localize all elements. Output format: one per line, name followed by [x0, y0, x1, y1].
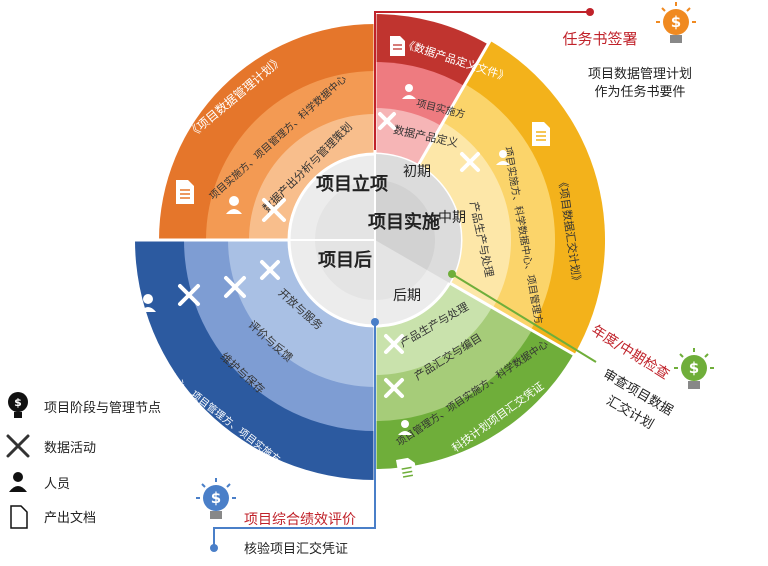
milestone-midterm-title: 年度/中期检查: [588, 322, 672, 383]
phase-mid-label: 中期: [438, 210, 466, 226]
document-icon: [396, 457, 418, 484]
svg-text:$: $: [671, 13, 681, 31]
legend-person-icon: [9, 472, 27, 492]
legend-person-label: 人员: [44, 477, 70, 492]
document-icon: [176, 180, 194, 204]
legend-tools-icon: [6, 434, 30, 458]
lightbulb-dollar-icon: $: [196, 478, 236, 519]
milestone-final-title: 项目综合绩效评价: [244, 512, 356, 528]
milestone-contract-title: 任务书签署: [562, 30, 637, 48]
document-icon: [532, 122, 550, 146]
legend-activity-label: 数据活动: [44, 441, 96, 456]
milestone-contract-desc1: 项目数据管理计划: [588, 67, 692, 82]
tools-icon: [178, 112, 480, 398]
center-initiation-line1: 项目立项: [316, 173, 388, 195]
svg-text:$: $: [14, 396, 22, 409]
milestone-contract-desc2: 作为任务书要件: [594, 84, 685, 100]
center-hub: [287, 152, 463, 328]
legend-document-label: 产出文档: [44, 511, 96, 526]
svg-text:$: $: [689, 359, 699, 377]
milestone-final-desc1: 核验项目汇交凭证: [244, 541, 348, 557]
center-label-post: 项目后: [318, 250, 372, 271]
phase-late-label: 后期: [393, 288, 421, 304]
milestone-connector-final: [210, 318, 379, 552]
legend-milestone-label: 项目阶段与管理节点: [44, 401, 161, 416]
document-icon: [390, 36, 405, 56]
center-label-implementation: 项目实施: [368, 211, 440, 233]
phase-early-label: 初期: [403, 163, 431, 180]
lightbulb-dollar-icon: $: [656, 2, 696, 43]
legend-document-icon: [10, 505, 28, 529]
milestone-connector-contract: [374, 8, 594, 150]
lightbulb-dollar-icon: $: [674, 348, 714, 389]
milestone-connector-midterm: [448, 270, 597, 363]
svg-text:$: $: [211, 489, 221, 507]
legend-milestone-icon: $: [8, 392, 28, 418]
person-icon: [140, 84, 510, 435]
legend: $ 项目阶段与管理节点 数据活动 人员 产出文档: [6, 392, 161, 529]
center-label-initiation: 项目立项: [316, 173, 388, 195]
